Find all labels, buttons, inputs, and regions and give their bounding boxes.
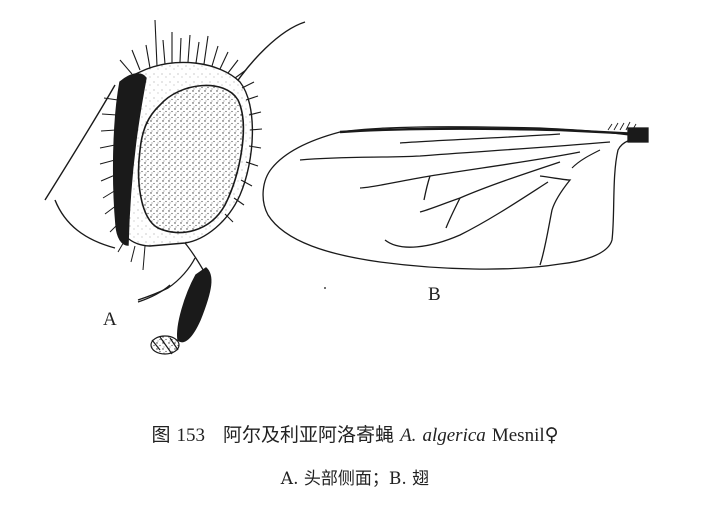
basal-vein: [571, 149, 601, 169]
vein-m-bend: [539, 175, 572, 266]
head-lateral-view: [44, 19, 306, 355]
costal-setae: [607, 121, 637, 132]
caption-species-name: algerica: [422, 425, 486, 446]
body-lower-outline: [54, 199, 116, 249]
compound-eye: [137, 84, 245, 234]
frons-band: [112, 73, 147, 246]
figure-illustration: [44, 19, 649, 355]
vein-m: [419, 161, 561, 213]
prothorax-outline: [44, 84, 116, 201]
figure-subcaption: A. 头部侧面；B. 翅: [280, 469, 430, 489]
panel-label-b: B: [428, 284, 441, 305]
specimen-dot: [324, 287, 326, 289]
caption-genus-abbrev: A.: [400, 425, 417, 446]
wing: [262, 121, 649, 270]
caption-species-cn: 阿尔及利亚阿洛寄蝇: [223, 424, 395, 446]
vein-cu: [384, 181, 549, 248]
antenna-scape: [137, 257, 196, 301]
mouthpart-tip: [150, 335, 180, 355]
head-setae: [119, 19, 263, 223]
wing-outline: [262, 126, 649, 270]
facial-setae: [99, 97, 146, 271]
vein-r1: [399, 133, 561, 144]
panel-label-a: A: [103, 309, 117, 330]
costal-vein: [339, 127, 641, 136]
vein-r2-3: [299, 141, 611, 161]
crossvein-r-m: [423, 175, 431, 201]
antenna-flagellum: [177, 267, 212, 343]
vein-r4-5: [359, 151, 581, 189]
caption-sex-symbol: ♀: [544, 424, 559, 446]
caption-figure-number: 153: [176, 425, 206, 446]
caption-author: Mesnil: [491, 425, 545, 446]
caption-figure-word: 图: [151, 424, 171, 446]
palpus: [137, 284, 171, 303]
wing-base: [627, 127, 649, 143]
crossvein-dm: [445, 197, 461, 229]
